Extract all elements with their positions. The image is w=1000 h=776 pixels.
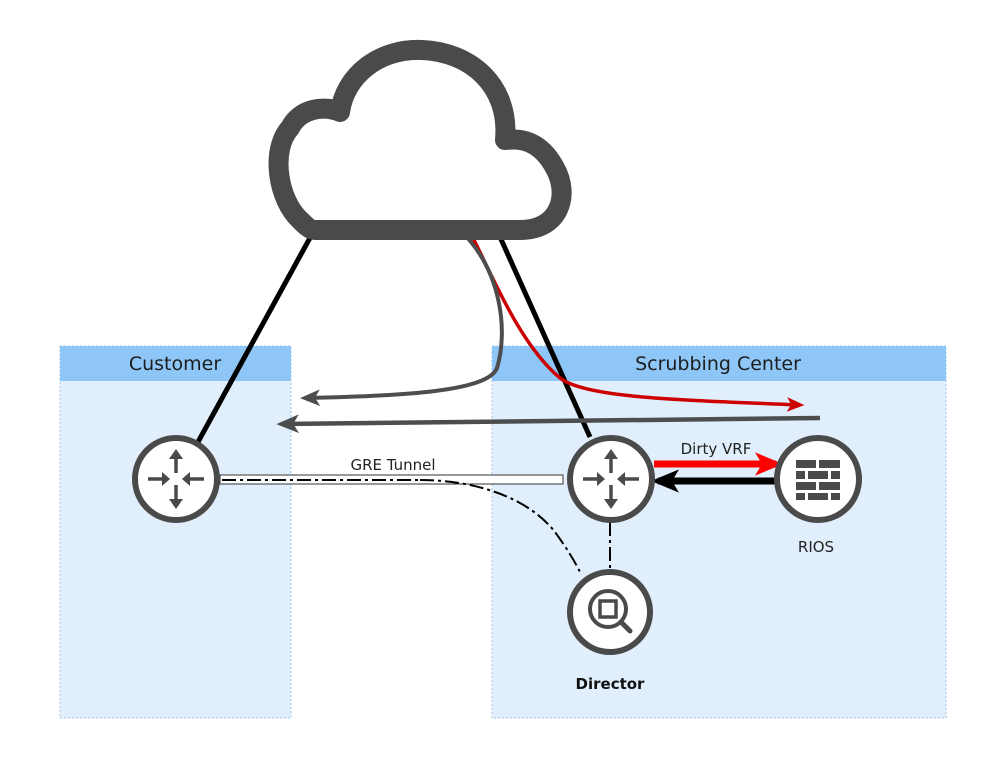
director-node[interactable]: Director xyxy=(567,569,653,693)
router-icon xyxy=(132,435,220,523)
director-label: Director xyxy=(576,675,646,693)
router-icon xyxy=(567,435,655,523)
rios-label: RIOS xyxy=(798,538,834,556)
customer-zone-title: Customer xyxy=(129,353,221,375)
cloud-icon xyxy=(268,39,572,240)
customer-router[interactable] xyxy=(132,435,220,523)
gre-tunnel-label: GRE Tunnel xyxy=(350,456,435,474)
internet-customer-link xyxy=(195,234,314,444)
scrubbing-center-zone: Scrubbing Center xyxy=(491,345,947,719)
scrubbing-router[interactable] xyxy=(567,435,655,523)
inspect-icon xyxy=(567,569,653,655)
rios-node[interactable]: RIOS xyxy=(774,435,862,556)
internet-scrubbing-link xyxy=(497,235,593,439)
dirty-vrf-label: Dirty VRF xyxy=(681,440,752,458)
scrubbing-center-zone-title: Scrubbing Center xyxy=(635,353,801,375)
firewall-icon xyxy=(774,435,862,523)
customer-zone: Customer xyxy=(59,345,292,719)
gre-tunnel: GRE Tunnel xyxy=(219,456,581,573)
clean-return-arrow xyxy=(276,414,821,434)
clean-traffic-path xyxy=(300,230,504,407)
